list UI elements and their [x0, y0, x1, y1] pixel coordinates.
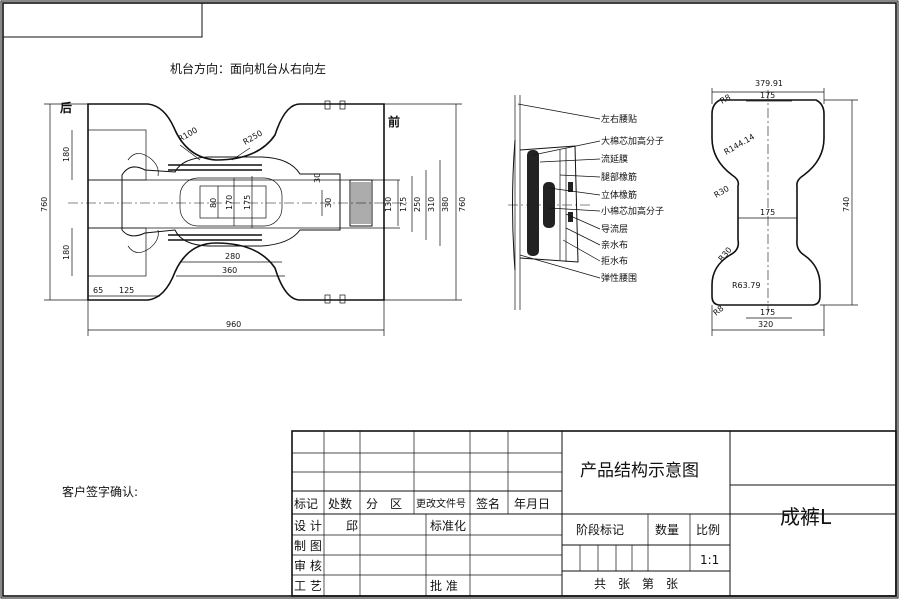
customer-signature-label: 客户签字确认:: [62, 484, 138, 499]
dim-180-lower: 180: [62, 245, 71, 260]
product-name: 成裤L: [780, 505, 832, 529]
approve-label: 批 准: [430, 578, 458, 593]
dim-65: 65: [93, 286, 103, 295]
header-cell: 标记: [294, 497, 318, 511]
callout-label: 腿部橡筋: [601, 171, 637, 183]
callout-label: 导流层: [601, 223, 628, 235]
core-view: 379.91 175 R8 R144.14 R30 175 R30 R63.79…: [711, 79, 858, 336]
dim-175-right: 175: [399, 197, 408, 212]
callout-label: 左右腰贴: [601, 113, 637, 125]
core-bottom-width: 320: [758, 320, 773, 329]
title-block: 标记 处数 分 区 更改文件号 签名 年月日 设 计 邱 标准化 制 图 审 核…: [291, 430, 897, 597]
dim-310: 310: [427, 197, 436, 212]
left-ear-upper: [87, 129, 147, 181]
large-core: [527, 150, 539, 256]
dim-80: 80: [209, 198, 218, 208]
drawing-title: 产品结构示意图: [580, 461, 699, 481]
callout-leader: [517, 103, 601, 120]
stage-label: 阶段标记: [576, 522, 624, 537]
header-cell: 更改文件号: [416, 497, 466, 510]
callout-leader: [548, 207, 601, 212]
radius-label: R250: [242, 129, 265, 147]
standardization-label: 标准化: [430, 519, 466, 533]
review-label: 审 核: [294, 558, 322, 573]
dim-170: 170: [225, 195, 234, 210]
callout-leader: [562, 239, 601, 262]
callout-label: 拒水布: [601, 255, 628, 267]
quantity-label: 数量: [655, 522, 679, 537]
machine-direction-note: 机台方向：面向机台从右向左: [170, 61, 326, 76]
callout-leader: [548, 187, 601, 196]
core-mid-175: 175: [760, 208, 775, 217]
callout-leader: [565, 227, 601, 246]
scale-label: 比例: [696, 523, 720, 537]
design-label: 设 计: [294, 519, 322, 533]
tab: [339, 294, 346, 304]
dim-380: 380: [441, 197, 450, 212]
dim-175: 175: [243, 195, 252, 210]
back-label: 后: [60, 100, 72, 115]
dim-960: 960: [226, 320, 241, 329]
callout-label: 立体橡筋: [601, 189, 637, 201]
core-top-width: 379.91: [755, 79, 783, 88]
header-cell: 分 区: [366, 497, 402, 511]
core-outline: [711, 99, 825, 306]
callout-label: 亲水布: [601, 239, 628, 251]
dim-760-left: 760: [40, 197, 49, 212]
dim-760-right: 760: [458, 197, 467, 212]
dim-250: 250: [413, 197, 422, 212]
callout-leader: [532, 140, 601, 156]
dim-180-upper: 180: [62, 147, 71, 162]
callout-label: 流延膜: [601, 153, 628, 165]
tab: [339, 100, 346, 110]
section-view: 左右腰贴大棉芯加高分子流延膜腿部橡筋立体橡筋小棉芯加高分子导流层亲水布拒水布弹性…: [508, 95, 664, 310]
scale-value: 1:1: [700, 553, 719, 567]
small-core: [543, 182, 555, 228]
header-cell: 年月日: [514, 497, 550, 511]
corner-box: [2, 2, 203, 38]
header-cell: 处数: [328, 496, 352, 511]
dim-125: 125: [119, 286, 134, 295]
callout-leader: [539, 158, 601, 163]
core-r63: R63.79: [732, 281, 760, 290]
process-label: 工 艺: [294, 579, 322, 593]
callout-leader: [565, 213, 601, 230]
callout-leader: [559, 174, 601, 178]
plan-view: 后 前 R100 R250 760 180 180 65 125 960 280…: [40, 100, 467, 336]
sheets-label: 共 张 第 张: [594, 577, 678, 591]
core-r8-bottom: R8: [712, 304, 726, 318]
core-height: 740: [842, 197, 851, 212]
core-inner-top: 175: [760, 91, 775, 100]
core-inner-bottom: 175: [760, 308, 775, 317]
tab: [324, 294, 331, 304]
tab: [324, 100, 331, 110]
dim-280: 280: [225, 252, 240, 261]
draw-label: 制 图: [294, 539, 322, 553]
front-label: 前: [388, 114, 400, 129]
dim-130: 130: [384, 197, 393, 212]
core-r8-top: R8: [719, 93, 733, 106]
dim-360: 360: [222, 266, 237, 275]
core-r144: R144.14: [723, 132, 757, 157]
header-cell: 签名: [476, 496, 500, 511]
callout-label: 大棉芯加高分子: [601, 135, 664, 147]
core-r30-upper: R30: [713, 184, 731, 200]
callout-label: 小棉芯加高分子: [601, 205, 664, 217]
radius-label: R100: [177, 126, 200, 144]
callout-leader: [519, 254, 601, 279]
dim-30-a: 30: [313, 173, 322, 183]
dim-30-b: 30: [324, 198, 333, 208]
designer-name: 邱: [346, 519, 358, 533]
inner-core: [179, 177, 283, 227]
plan-core: [121, 156, 341, 247]
callout-label: 弹性腰围: [601, 272, 637, 284]
